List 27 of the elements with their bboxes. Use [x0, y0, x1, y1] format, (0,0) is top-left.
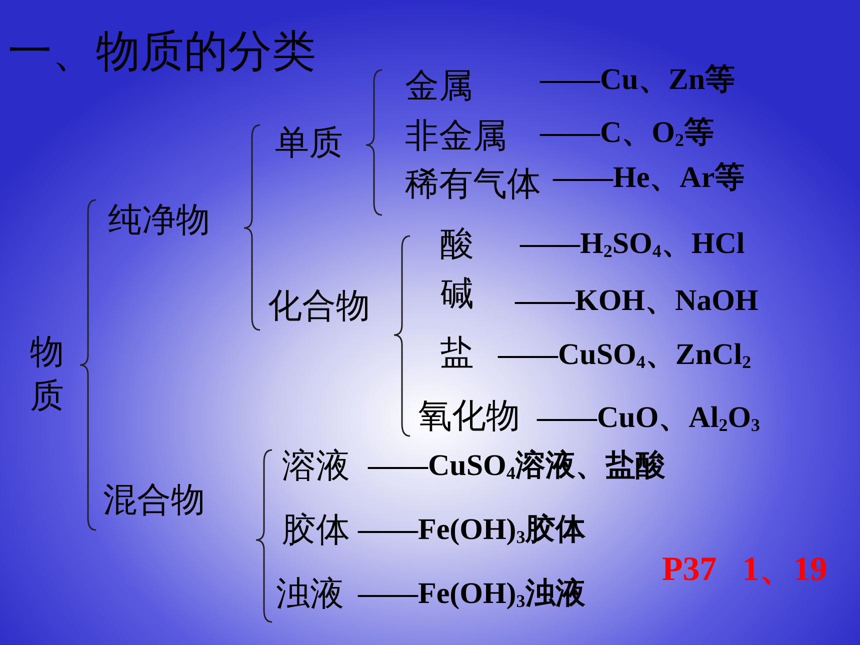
category-label: 金属 [405, 66, 473, 106]
example-text: ——KOH、NaOH [515, 283, 758, 319]
category-label: 非金属 [405, 116, 507, 156]
category-label: 盐 [440, 333, 474, 373]
category-label: 稀有气体 [405, 164, 541, 204]
example-text: ——CuSO$_{4}$溶液、盐酸 [368, 448, 666, 484]
example-text: ——C、O$_{2}$等 [540, 115, 714, 151]
category-label: 化合物 [268, 286, 370, 326]
category-label: 浊液 [276, 574, 344, 614]
example-text: ——Cu、Zn等 [540, 62, 736, 98]
example-text: ——He、Ar等 [553, 160, 745, 196]
example-text: ——CuSO$_{4}$、ZnCl$_{2}$ [498, 337, 752, 373]
category-label: 混合物 [103, 480, 205, 520]
example-text: ——CuO、Al$_{2}$O$_{3}$ [537, 400, 760, 436]
category-label: 酸 [440, 224, 474, 264]
category-label: 物质 [30, 331, 64, 418]
example-text: ——Fe(OH)$_{3}$胶体 [358, 512, 586, 548]
category-label: 氧化物 [418, 396, 520, 436]
category-label: 碱 [440, 274, 474, 314]
page-reference: P37 1、19 [662, 550, 828, 590]
category-label: 单质 [275, 123, 343, 163]
category-label: 溶液 [282, 446, 350, 486]
example-text: ——Fe(OH)$_{3}$浊液 [358, 576, 586, 612]
title: 一、物质的分类 [8, 26, 316, 78]
category-label: 纯净物 [108, 200, 210, 240]
category-label: 胶体 [282, 510, 350, 550]
example-text: ——H$_{2}$SO$_{4}$、HCl [520, 226, 745, 262]
